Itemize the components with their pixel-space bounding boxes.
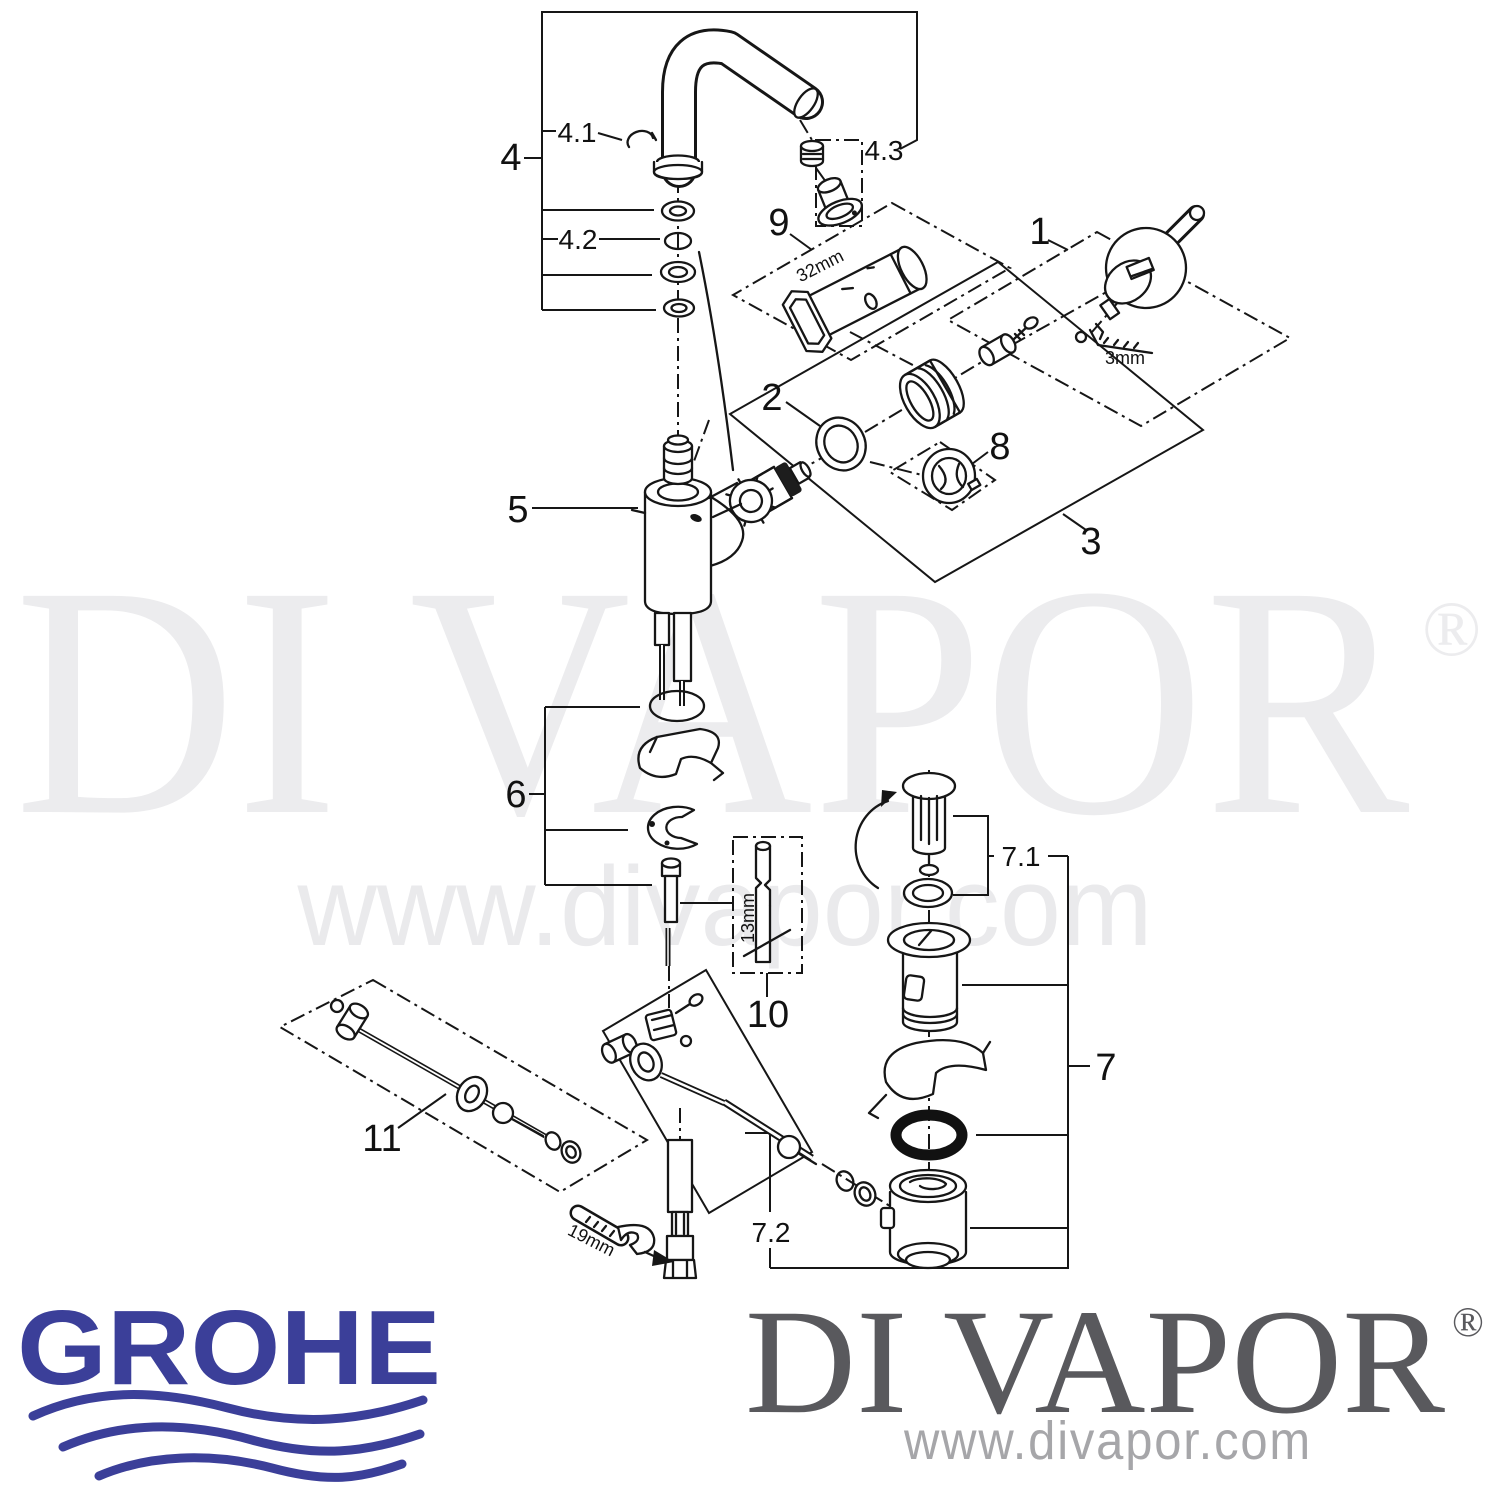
drain-o-ring [890, 1109, 968, 1161]
divapor-wordmark: DI VAPOR [745, 1279, 1445, 1445]
horseshoe-washer [646, 805, 699, 850]
open-wrench-19mm-tool [569, 1204, 674, 1266]
flexible-hose [662, 1138, 698, 1280]
aerator-insert [799, 139, 825, 168]
cartridge-o-ring [815, 416, 867, 472]
callout-4-1: 4.1 [558, 117, 597, 148]
callout-8: 8 [989, 426, 1010, 468]
callout-4-2: 4.2 [559, 224, 598, 255]
divapor-registered-icon: ® [1452, 1300, 1484, 1346]
callout-6: 6 [505, 774, 526, 816]
callout-labels: 4 4.1 4.2 4.3 9 1 2 8 3 5 6 7.1 7 7.2 10… [362, 117, 1116, 1248]
dimension-3mm: 3mm [1105, 348, 1145, 368]
watermark: DI VAPOR ® www.divapor.com [15, 519, 1482, 969]
dimension-13mm: 13mm [738, 893, 758, 943]
wedge-washer [637, 727, 720, 779]
callout-4: 4 [500, 137, 521, 179]
threaded-stud [660, 857, 682, 966]
callout-5: 5 [507, 489, 528, 531]
box-spanner-32mm-tool [781, 245, 928, 353]
spout-o-ring [663, 231, 693, 251]
callout-1: 1 [1029, 211, 1050, 253]
popup-plug [901, 771, 957, 877]
spout-seal-ring-2 [659, 260, 697, 284]
aerator-housing [816, 177, 863, 227]
divapor-website: www.divapor.com [903, 1411, 1312, 1471]
drain-wedge-washer [883, 1038, 988, 1101]
callout-10: 10 [747, 994, 789, 1036]
lift-rod-link [722, 1099, 877, 1207]
waste-lower-body [879, 1168, 968, 1270]
linkage-block [600, 993, 726, 1106]
socket-rod-tool [742, 840, 792, 964]
grohe-waves-icon [28, 1390, 428, 1482]
grohe-logo: GROHE [17, 1289, 441, 1482]
watermark-registered-icon: ® [1422, 585, 1481, 672]
handle-adapter [978, 333, 1017, 367]
base-o-ring [648, 689, 706, 723]
spout-seal-ring-1 [660, 200, 696, 222]
tap-body [630, 434, 745, 706]
handle-fixing-screw [1012, 316, 1039, 341]
popup-rod-set [329, 998, 582, 1164]
callout-7-2: 7.2 [752, 1217, 791, 1248]
plug-washer [902, 877, 954, 909]
callout-7: 7 [1095, 1047, 1116, 1089]
divapor-logo: DI VAPOR ® www.divapor.com [745, 1279, 1484, 1471]
cartridge [725, 461, 812, 527]
spout-seal-ring-3 [662, 298, 696, 318]
watermark-website: www.divapor.com [297, 844, 1153, 969]
callout-3: 3 [1080, 521, 1101, 563]
escutcheon-sleeve [898, 358, 965, 430]
spout-assembly [626, 28, 863, 318]
callout-9: 9 [768, 202, 789, 244]
handle-assembly [1074, 204, 1206, 355]
callout-7-1: 7.1 [1002, 841, 1041, 872]
retaining-ring [921, 447, 982, 505]
mounting-set [637, 689, 725, 966]
drain-assembly [854, 771, 992, 1270]
callout-11: 11 [362, 1118, 401, 1160]
callout-4-3: 4.3 [865, 135, 904, 166]
watermark-wordmark: DI VAPOR [15, 519, 1411, 884]
callout-2: 2 [761, 377, 782, 419]
grohe-wordmark: GROHE [17, 1289, 441, 1407]
waste-flange-body [886, 921, 972, 1033]
